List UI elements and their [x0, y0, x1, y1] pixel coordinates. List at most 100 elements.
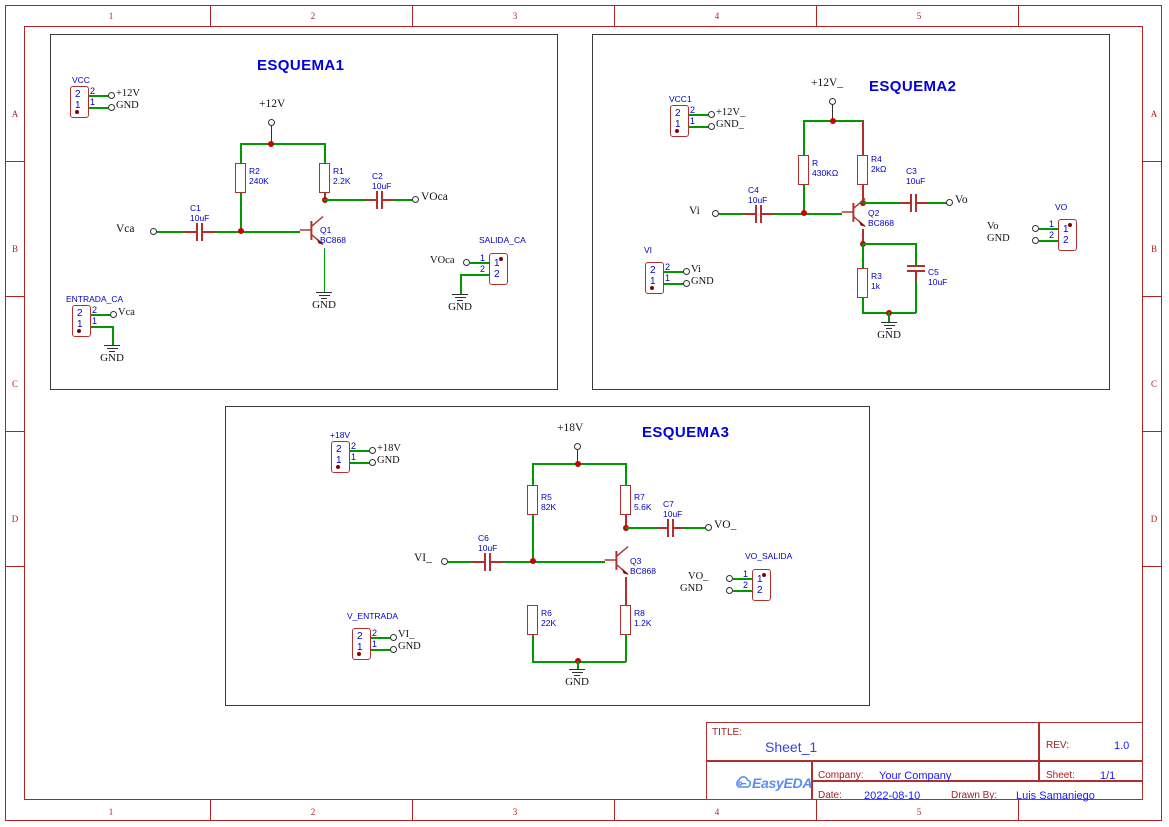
resistor-r2[interactable]: [235, 163, 246, 193]
easyeda-cloud-icon: [736, 776, 751, 788]
resistor-r3-label: R3 1k: [871, 271, 882, 291]
ref-designator: R7: [634, 492, 645, 502]
net-port-circle[interactable]: [726, 575, 733, 582]
resistor-r1[interactable]: [319, 163, 330, 193]
cap-plate: [489, 553, 491, 571]
wire-r-bottom: [803, 185, 805, 213]
resistor-r5[interactable]: [527, 485, 538, 515]
connector-name-label: VCC: [72, 75, 90, 85]
transistor-q3[interactable]: [603, 542, 637, 578]
net-port-circle[interactable]: [708, 111, 715, 118]
resistor-r4[interactable]: [857, 155, 868, 185]
drawn-by-label: Drawn By:: [951, 790, 998, 801]
ruler-tick-top: [1018, 6, 1020, 26]
net-port-circle[interactable]: [390, 634, 397, 641]
net-port-circle[interactable]: [390, 646, 397, 653]
wire-q3-emitter: [625, 577, 627, 605]
power-port-circle[interactable]: [574, 443, 581, 450]
cap-plate: [484, 553, 486, 571]
ruler-tick-left: [6, 296, 25, 298]
ref-designator: Q3: [630, 556, 642, 566]
cap-c7-lead-left: [657, 527, 667, 529]
cap-c4-lead-right: [762, 213, 774, 215]
connector-pin-number-1: 1: [480, 253, 486, 263]
connector-inner-pin-1: 1: [675, 119, 681, 130]
ruler-tick-bottom: [210, 800, 212, 821]
net-port-circle[interactable]: [108, 104, 115, 111]
resistor-r6[interactable]: [527, 605, 538, 635]
ruler-label-right-D: D: [1150, 514, 1158, 524]
power-stub-wire: [832, 105, 834, 121]
net-port-circle[interactable]: [726, 587, 733, 594]
connector-pin-number-2: 2: [743, 580, 749, 590]
net-port-circle-vo3[interactable]: [705, 524, 712, 531]
rail-wire-left-down: [240, 143, 242, 163]
transistor-q2[interactable]: [840, 194, 874, 230]
resistor-r3[interactable]: [857, 268, 868, 298]
net-port-circle[interactable]: [369, 459, 376, 466]
connector-body: [72, 305, 91, 337]
resistor-r2-label: R2 240K: [249, 166, 269, 186]
ruler-tick-left: [6, 566, 25, 568]
wire-r4-bottom: [862, 185, 864, 203]
gnd-label: GND: [565, 676, 589, 688]
ruler-label-left-C: C: [11, 379, 18, 389]
transistor-q1[interactable]: [298, 212, 332, 248]
gnd-bar: [883, 325, 895, 327]
resistor-r-430k[interactable]: [798, 155, 809, 185]
wire-q2-emitter: [862, 229, 864, 243]
ruler-label-right-A: A: [1150, 109, 1158, 119]
net-port-circle-vca2[interactable]: [110, 311, 117, 318]
ref-value: 10uF: [748, 194, 768, 205]
ref-designator: C4: [748, 185, 759, 195]
resistor-r7[interactable]: [620, 485, 631, 515]
connector-pin1-marker: [675, 129, 679, 133]
ref-designator: R8: [634, 608, 645, 618]
cap-plate: [201, 223, 203, 241]
rail-right-down: [862, 120, 864, 155]
connector-pin1-marker: [650, 286, 654, 290]
power-stub-wire: [577, 450, 579, 463]
net-port-circle[interactable]: [1032, 225, 1039, 232]
net-port-circle-vo[interactable]: [946, 199, 953, 206]
easyeda-logo-text: EasyEDA: [752, 775, 813, 791]
net-port-circle[interactable]: [683, 280, 690, 287]
net-port-circle-voca[interactable]: [412, 196, 419, 203]
ref-designator: C2: [372, 171, 383, 181]
power-port-circle[interactable]: [829, 98, 836, 105]
transistor-q3-label: Q3 BC868: [630, 556, 656, 576]
net-port-circle-vca[interactable]: [150, 228, 157, 235]
net-port-circle[interactable]: [369, 447, 376, 454]
resistor-r8[interactable]: [620, 605, 631, 635]
wire-c5-top: [915, 243, 917, 265]
net-port-circle[interactable]: [108, 92, 115, 99]
connector-inner-pin-1: 1: [336, 455, 342, 466]
net-port-circle[interactable]: [1032, 237, 1039, 244]
easyeda-logo: EasyEDA: [734, 775, 812, 791]
ref-value: 10uF: [906, 175, 926, 186]
ref-value: BC868: [868, 217, 894, 228]
ref-value: 10uF: [478, 542, 498, 553]
connector-name-label: VCC1: [669, 94, 692, 104]
net-port-circle[interactable]: [708, 123, 715, 130]
gnd-bar: [571, 672, 583, 674]
resistor-r-label: R 430KΩ: [812, 158, 838, 178]
company-label: Company:: [818, 770, 864, 781]
net-label-vo-gnd: GND: [987, 233, 1010, 244]
connector-name-label: VO_SALIDA: [745, 551, 793, 561]
connector-body: [752, 569, 771, 601]
schematic-block-esquema1: [50, 34, 558, 390]
ref-designator: C6: [478, 533, 489, 543]
net-port-circle-vi3[interactable]: [441, 558, 448, 565]
connector-wire: [664, 271, 684, 273]
ruler-label-bottom-4: 4: [714, 807, 720, 817]
net-label-vo-conn: Vo: [987, 221, 999, 232]
net-port-circle-vi[interactable]: [712, 210, 719, 217]
net-port-circle[interactable]: [683, 268, 690, 275]
power-port-circle[interactable]: [268, 119, 275, 126]
connector-pin1-marker: [762, 573, 766, 577]
connector-pin-number-1: 1: [351, 452, 357, 462]
net-port-circle-voca2[interactable]: [463, 259, 470, 266]
connector-wire: [470, 262, 489, 264]
